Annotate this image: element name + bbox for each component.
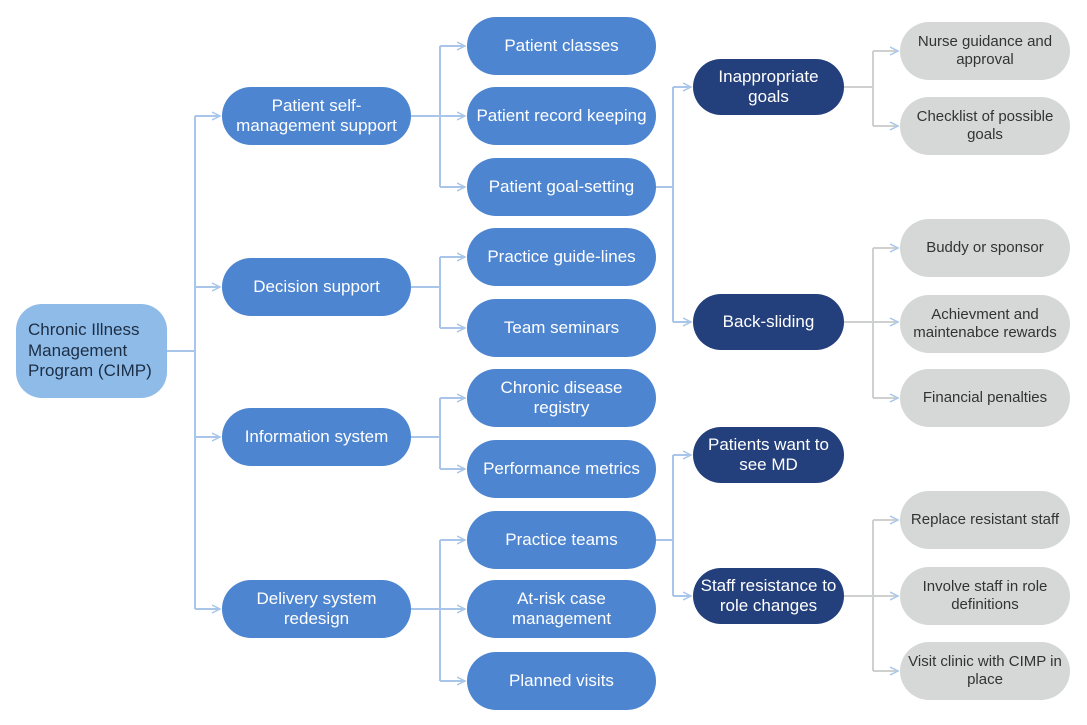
branch-label: Information system: [244, 426, 389, 446]
subitem-label: Performance metrics: [483, 458, 640, 478]
solution-label: Achievment and maintenabce rewards: [913, 306, 1057, 341]
subitem-node: Practice guide-lines: [467, 228, 656, 286]
subitem-node: Patient goal-setting: [467, 158, 656, 216]
connector-delivery-system: [411, 540, 465, 681]
subitem-node: Patient record keeping: [467, 87, 656, 145]
issue-label: Back-sliding: [722, 311, 815, 331]
subitem-label: Chronic disease registry: [500, 377, 623, 417]
root-label: Chronic Illness Management Program (CIMP…: [28, 320, 152, 381]
connector-information-system: [411, 398, 465, 469]
issue-node: Back-sliding: [693, 294, 844, 350]
subitem-label: Patient classes: [504, 35, 619, 55]
issue-node: Staff resistance to role changes: [693, 568, 844, 624]
subitem-label: Practice guide-lines: [487, 246, 636, 266]
branch-node: Delivery system redesign: [222, 580, 411, 638]
connector-practice-teams-issues: [656, 455, 691, 596]
subitem-label: Practice teams: [505, 529, 618, 549]
solution-label: Involve staff in role definitions: [922, 578, 1048, 613]
solution-node: Involve staff in role definitions: [900, 567, 1070, 625]
connector-inappropriate-goals: [844, 51, 898, 126]
root-node: Chronic Illness Management Program (CIMP…: [16, 304, 167, 398]
solution-label: Visit clinic with CIMP in place: [908, 653, 1062, 688]
solution-node: Nurse guidance and approval: [900, 22, 1070, 80]
solution-node: Visit clinic with CIMP in place: [900, 642, 1070, 700]
branch-label: Decision support: [253, 276, 380, 296]
subitem-label: Patient record keeping: [476, 105, 647, 125]
solution-node: Buddy or sponsor: [900, 219, 1070, 277]
connector-back-sliding: [844, 248, 898, 398]
subitem-node: Patient classes: [467, 17, 656, 75]
branch-node: Patient self-management support: [222, 87, 411, 145]
issue-label: Staff resistance to role changes: [700, 575, 837, 615]
connector-goal-setting-issues: [656, 87, 691, 322]
subitem-label: At-risk case management: [511, 588, 612, 628]
solution-label: Financial penalties: [922, 389, 1048, 406]
solution-node: Financial penalties: [900, 369, 1070, 427]
solution-label: Buddy or sponsor: [926, 239, 1044, 256]
subitem-node: At-risk case management: [467, 580, 656, 638]
issue-label: Patients want to see MD: [708, 434, 829, 474]
branch-label: Patient self-management support: [236, 95, 397, 135]
branch-node: Information system: [222, 408, 411, 466]
subitem-node: Practice teams: [467, 511, 656, 569]
subitem-node: Planned visits: [467, 652, 656, 710]
branch-label: Delivery system redesign: [256, 588, 377, 628]
issue-node: Patients want to see MD: [693, 427, 844, 483]
branch-node: Decision support: [222, 258, 411, 316]
subitem-label: Patient goal-setting: [488, 176, 635, 196]
connector-self-management: [411, 46, 465, 187]
solution-node: Achievment and maintenabce rewards: [900, 295, 1070, 353]
solution-node: Checklist of possible goals: [900, 97, 1070, 155]
subitem-node: Performance metrics: [467, 440, 656, 498]
connector-root-branches: [167, 116, 220, 609]
connector-staff-resistance: [844, 520, 898, 671]
issue-label: Inappropriate goals: [718, 66, 819, 106]
solution-label: Nurse guidance and approval: [917, 33, 1053, 68]
subitem-label: Team seminars: [503, 317, 620, 337]
subitem-node: Chronic disease registry: [467, 369, 656, 427]
subitem-label: Planned visits: [509, 670, 614, 690]
solution-label: Checklist of possible goals: [916, 108, 1054, 143]
subitem-node: Team seminars: [467, 299, 656, 357]
issue-node: Inappropriate goals: [693, 59, 844, 115]
solution-label: Replace resistant staff: [910, 511, 1060, 528]
solution-node: Replace resistant staff: [900, 491, 1070, 549]
connector-decision-support: [411, 257, 465, 328]
